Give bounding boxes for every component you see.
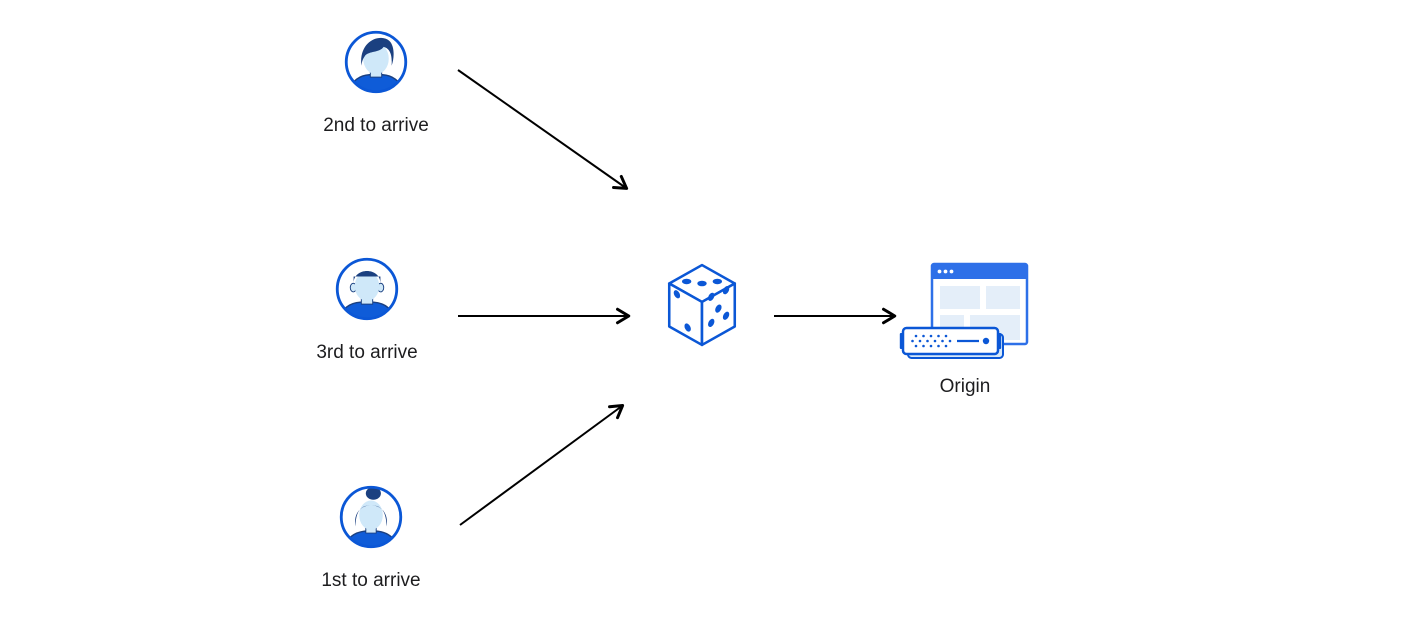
origin-server-icon bbox=[899, 262, 1029, 359]
node-label: 2nd to arrive bbox=[323, 115, 429, 136]
node-dice bbox=[665, 262, 739, 348]
user-avatar-man-icon bbox=[344, 30, 408, 94]
node-user-1st: 1st to arrive bbox=[301, 483, 441, 590]
dice-icon bbox=[667, 263, 737, 347]
node-label: Origin bbox=[939, 376, 991, 397]
user-avatar-man-icon bbox=[335, 257, 399, 321]
node-user-3rd: 3rd to arrive bbox=[297, 255, 437, 362]
node-user-2nd: 2nd to arrive bbox=[306, 28, 446, 135]
node-label: 1st to arrive bbox=[321, 570, 421, 591]
arrow-user2nd-to-dice bbox=[457, 69, 629, 190]
arrow-user1st-to-dice bbox=[459, 404, 625, 526]
node-origin: Origin bbox=[895, 259, 1035, 396]
node-label: 3rd to arrive bbox=[316, 342, 418, 363]
user-avatar-woman-icon bbox=[339, 485, 403, 549]
